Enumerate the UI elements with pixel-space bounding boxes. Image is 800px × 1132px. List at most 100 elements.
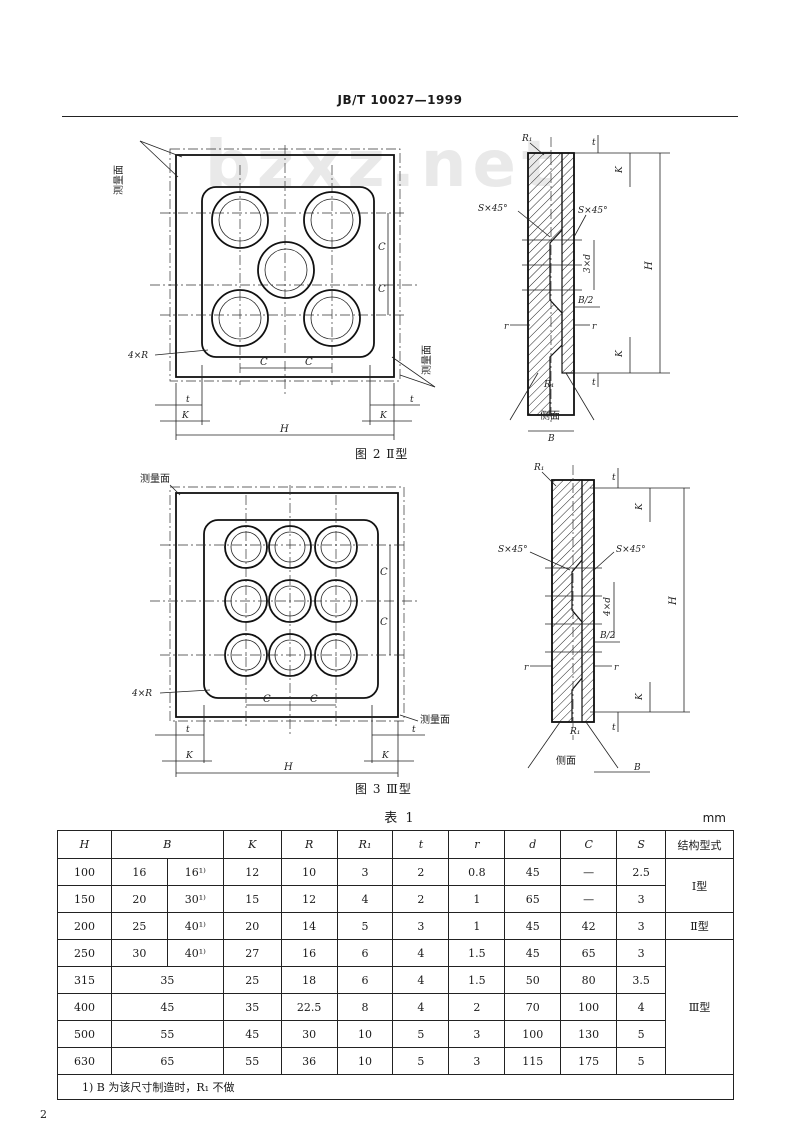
h-dim-side: H: [644, 261, 655, 271]
cell-r-upper: 16: [280, 939, 338, 967]
cell-r-upper: 36: [280, 1047, 338, 1075]
cell-k: 55: [222, 1047, 282, 1075]
cell-r1: 5: [336, 912, 394, 940]
cell-r1: 6: [336, 966, 394, 994]
cell-r-upper: 18: [280, 966, 338, 994]
hole-group: [211, 191, 361, 347]
cell-d: 45: [504, 912, 562, 940]
four-r-label: 4×R: [131, 689, 152, 699]
b-dim-side: B: [633, 763, 641, 773]
r1-label-bottom: R₁: [569, 727, 580, 737]
table-footnote: 1) B 为该尺寸制造时，R₁ 不做: [57, 1074, 734, 1100]
cell-b: 20: [110, 885, 168, 913]
cell-b: 25: [110, 912, 168, 940]
cell-b: 55: [110, 1020, 224, 1048]
s45-label-left: S×45°: [478, 204, 508, 214]
cell-r-upper: 14: [280, 912, 338, 940]
header-h: H: [57, 830, 112, 859]
cell-k: 15: [222, 885, 282, 913]
c-dim-upper: C: [378, 242, 386, 253]
r1-label-bottom: R₁: [543, 380, 554, 390]
cell-d: 115: [504, 1047, 562, 1075]
cell-r-upper: 22.5: [280, 993, 338, 1021]
section-outline: [527, 152, 575, 416]
table-row: 315 35 25 18 6 4 1.5 50 80 3.5: [57, 966, 734, 994]
section-body: [561, 152, 575, 374]
r-label-right: r: [592, 322, 597, 332]
cell-h: 400: [57, 993, 112, 1021]
table-row: 500 55 45 30 10 5 3 100 130 5: [57, 1020, 734, 1048]
cell-s: 3: [616, 912, 667, 940]
k-dim-bottom: K: [635, 692, 645, 701]
cell-b: 30: [110, 939, 168, 967]
c-dim-lower: C: [378, 284, 386, 295]
cell-type-1: Ⅰ型: [665, 858, 734, 913]
cell-k: 25: [222, 966, 282, 994]
header-t: t: [392, 830, 450, 859]
cell-d: 65: [504, 885, 562, 913]
t-dim-top: t: [592, 138, 596, 148]
cell-r-lower: 1.5: [448, 966, 506, 994]
figure2-caption: 图 2 Ⅱ型: [355, 447, 409, 461]
watermark: bzxz.net: [205, 128, 559, 202]
cell-b: 45: [110, 993, 224, 1021]
k-dim-top: K: [615, 165, 625, 174]
cell-r1: 3: [336, 858, 394, 886]
standard-number-header: JB/T 10027—1999: [337, 93, 463, 107]
cell-s: 5: [616, 1020, 667, 1048]
t-dim-bottom: t: [612, 723, 616, 733]
s45-label-left: S×45°: [498, 545, 528, 555]
header-c: C: [560, 830, 618, 859]
header-s: S: [616, 830, 667, 859]
h-dim-side: H: [668, 596, 679, 606]
measure-face-label-right: 测量面: [420, 713, 450, 726]
t-dim-left: t: [186, 395, 190, 405]
cell-b: 35: [110, 966, 224, 994]
section-left-rail: [551, 479, 583, 723]
table-row: 250 30 40¹⁾ 27 16 6 4 1.5 45 65 3 Ⅲ型: [57, 939, 734, 1075]
h-dim: H: [283, 762, 293, 773]
cell-r1: 10: [336, 1020, 394, 1048]
cell-r-lower: 3: [448, 1047, 506, 1075]
recess-outline: [203, 519, 379, 699]
b-half-label: B/2: [599, 631, 616, 641]
s45-label-right: S×45°: [578, 206, 608, 216]
plate-outline: [175, 492, 399, 718]
r1-label-top: R₁: [533, 463, 544, 473]
cell-r-lower: 1: [448, 912, 506, 940]
table-row: 100 16 16¹⁾ 12 10 3 2 0.8 45 — 2.5 Ⅰ型: [57, 858, 734, 913]
c-dim-bottom-right: C: [305, 357, 313, 368]
table-unit: mm: [702, 811, 726, 825]
cell-b-alt: 40¹⁾: [166, 912, 224, 940]
cell-t: 2: [392, 858, 450, 886]
cell-h: 315: [57, 966, 112, 994]
cell-t: 5: [392, 1047, 450, 1075]
figure3-front-view: 测量面 测量面 4×R C C C C t t K K H: [131, 472, 450, 777]
measure-face-outline: [169, 486, 405, 722]
cell-d: 45: [504, 858, 562, 886]
b-dim-side: B: [547, 434, 555, 444]
cell-r1: 6: [336, 939, 394, 967]
c-dim-lower: C: [380, 617, 388, 628]
b-half-label: B/2: [577, 296, 594, 306]
cell-d: 100: [504, 1020, 562, 1048]
header-r1: R₁: [336, 830, 394, 859]
table-footnote-row: 1) B 为该尺寸制造时，R₁ 不做: [57, 1074, 734, 1100]
four-d-label: 4×d: [603, 597, 613, 617]
cell-k: 20: [222, 912, 282, 940]
k-dim-right: K: [379, 411, 388, 421]
cell-type-2: Ⅱ型: [665, 912, 734, 940]
side-face-label: 侧面: [540, 409, 560, 422]
header-r-lower: r: [448, 830, 506, 859]
cell-s: 3: [616, 939, 667, 967]
cell-r-lower: 1.5: [448, 939, 506, 967]
cell-h: 100: [57, 858, 112, 886]
cell-k: 35: [222, 993, 282, 1021]
cell-r-upper: 12: [280, 885, 338, 913]
header-d: d: [504, 830, 562, 859]
cell-k: 12: [222, 858, 282, 886]
header-rule: [62, 116, 738, 117]
cell-r1: 10: [336, 1047, 394, 1075]
cell-t: 5: [392, 1020, 450, 1048]
cell-h: 630: [57, 1047, 112, 1075]
